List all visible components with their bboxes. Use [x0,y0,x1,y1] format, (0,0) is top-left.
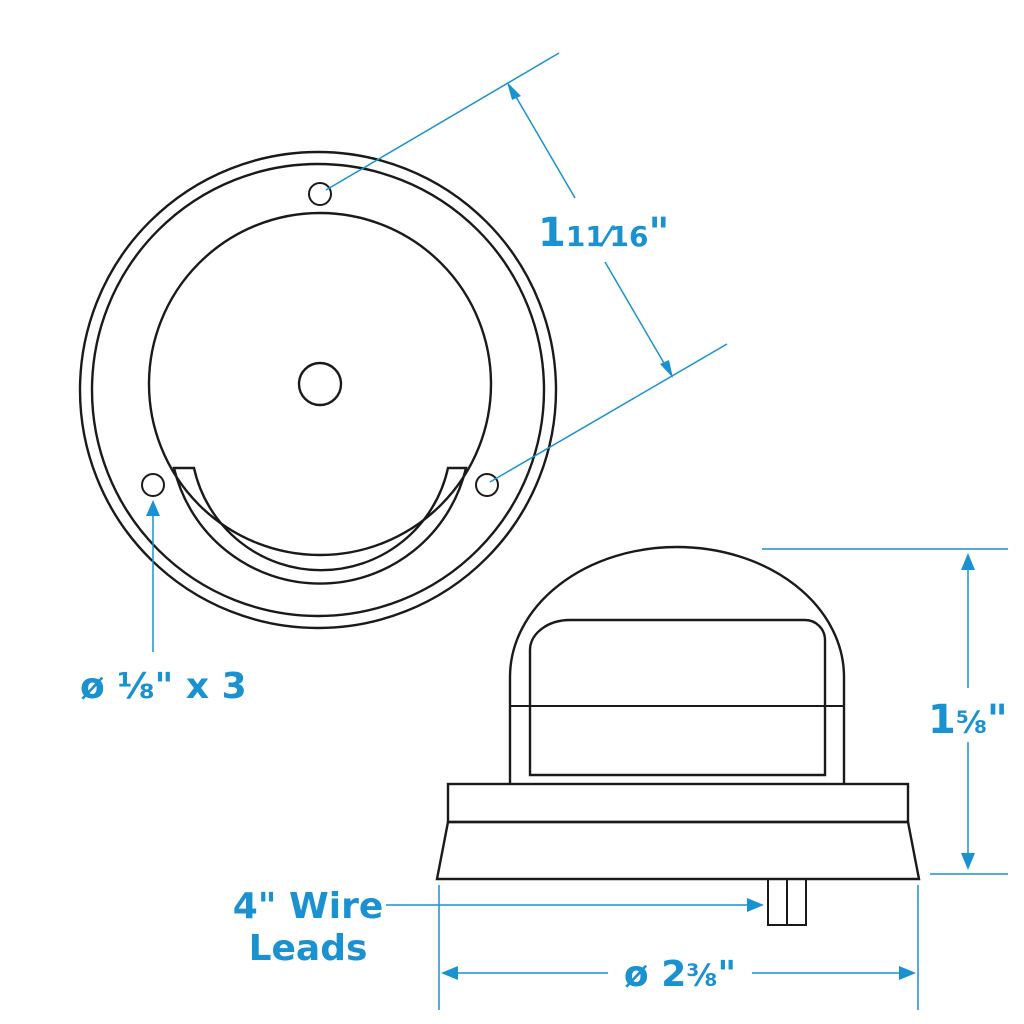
hole-diameter-suffix: " x 3 [155,666,247,707]
mounting-hole-top [308,182,332,206]
base-skirt [435,820,921,881]
hole-diameter-dimension: ø ⅛" x 3 [80,500,247,707]
extension-line-right-hole [489,343,728,483]
wire-leads-label-line2: Leads [249,928,368,969]
hole-diameter-label: ø ⅛" x 3 [80,666,247,707]
flange-inner-edge [90,162,546,618]
light-window-cutout [172,466,468,585]
hole-spacing-unit: " [648,210,669,256]
height-fraction: ⅝ [956,706,987,741]
dimension-line-lower [604,261,669,371]
arrowhead-down [660,360,673,378]
side-view [435,545,921,926]
mounting-hole-left [141,473,165,497]
base-diameter-dimension: ø 2⅜" [438,885,919,1010]
arrowhead-wire-leads [747,898,764,912]
arrowhead-height-up [961,553,975,570]
base-diameter-main: 2 [661,954,686,995]
height-dimension: 1⅝" [762,548,1008,875]
dome-housing-outline [508,545,846,784]
mounting-hole-right [475,473,499,497]
hole-spacing-dimension: 111⁄16" [325,52,728,483]
arrowhead-leader [146,500,160,516]
center-stud [297,361,343,407]
base-diameter-fraction: ⅜ [686,959,717,994]
hole-spacing-fraction: 11⁄16 [566,220,649,253]
hole-diameter-prefix: ø [80,666,105,707]
hole-spacing-label: 111⁄16" [538,210,669,256]
arrowhead-base-left [441,966,458,980]
wire-leads-callout: 4" Wire Leads [233,886,764,969]
arrowhead-height-down [961,853,975,870]
arrowhead-up [507,82,521,100]
base-diameter-prefix: ø [624,954,649,995]
hole-spacing-main: 1 [538,210,566,256]
hole-diameter-fraction: ⅛ [117,666,154,707]
extension-line-top-hole [325,52,560,191]
top-view [78,150,558,630]
base-flange [446,782,910,824]
lens-window-outline [528,618,827,777]
label-space [649,954,662,995]
dimension-line-upper [511,89,576,199]
height-unit: " [987,697,1008,743]
base-diameter-label: ø 2⅜" [624,954,736,995]
height-label: 1⅝" [928,697,1008,743]
lens-dome-outline [147,211,493,557]
base-diameter-unit: " [717,954,736,995]
wire-leads-label-line1: 4" Wire [233,886,384,927]
arrowhead-base-right [899,966,916,980]
outer-flange-edge [78,150,558,630]
label-space [105,666,118,707]
height-main: 1 [928,697,956,743]
